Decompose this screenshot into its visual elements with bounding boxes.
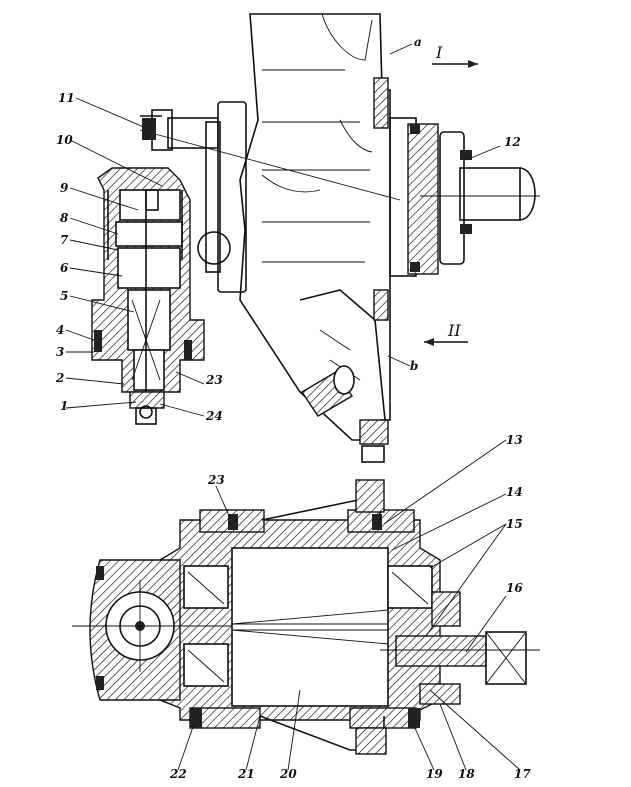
flow-arrow-two: [424, 338, 468, 346]
callout-22: 22: [169, 767, 187, 781]
upper-housing: [239, 13, 391, 463]
callout-24: 24: [205, 409, 223, 423]
upper-valve-assembly: [91, 115, 205, 425]
letter-a: a: [414, 35, 422, 49]
letter-b: b: [410, 359, 418, 373]
lower-housing: [159, 479, 540, 755]
callout-2: 2: [55, 371, 64, 385]
callout-23-upper: 23: [205, 373, 223, 387]
callout-6: 6: [60, 261, 69, 275]
callout-8: 8: [60, 211, 69, 225]
callout-10: 10: [56, 133, 73, 147]
callout-7: 7: [60, 233, 69, 247]
callout-11: 11: [58, 91, 75, 105]
callout-4: 4: [56, 323, 64, 337]
lower-crank-housing: [72, 559, 232, 701]
callout-9: 9: [60, 181, 69, 195]
callout-21: 21: [237, 767, 255, 781]
callout-1: 1: [60, 399, 68, 413]
callout-12: 12: [504, 135, 521, 149]
callout-3: 3: [56, 345, 64, 359]
callout-23-lower: 23: [207, 473, 225, 487]
flow-label-one: I: [435, 43, 443, 62]
callout-18: 18: [458, 767, 475, 781]
callout-14: 14: [506, 485, 523, 499]
callout-15: 15: [506, 517, 523, 531]
callout-17: 17: [514, 767, 531, 781]
callout-19: 19: [426, 767, 443, 781]
callout-20: 20: [279, 767, 297, 781]
leader-lines: [65, 43, 521, 771]
upper-output-coupling: [389, 117, 540, 277]
callout-13: 13: [506, 433, 523, 447]
flow-arrow-one: [432, 60, 478, 68]
flow-label-two: II: [447, 321, 461, 340]
callout-16: 16: [506, 581, 523, 595]
upper-input-flange: [139, 101, 401, 293]
callout-labels: 1 2 3 4 5 6 7 8 9 10 11 12 13 14 15 16 1…: [55, 35, 531, 781]
callout-5: 5: [60, 289, 68, 303]
